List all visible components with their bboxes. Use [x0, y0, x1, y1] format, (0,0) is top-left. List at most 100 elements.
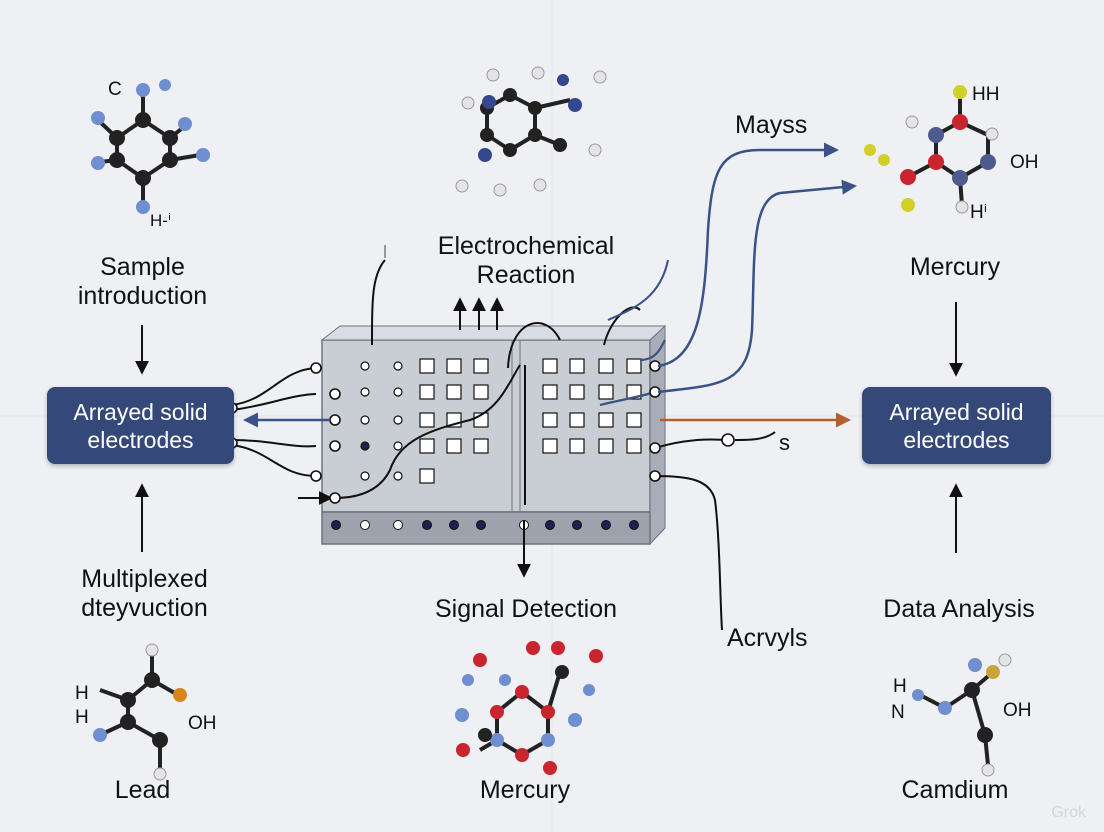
label-line: Sample	[100, 253, 185, 281]
electrode-cell	[446, 358, 462, 374]
electrode-node	[360, 415, 370, 425]
label-camdium: Camdium	[901, 776, 1009, 804]
atom-label-oh: OH	[1010, 152, 1039, 173]
electrode-node	[393, 415, 403, 425]
electrode-array-block	[320, 324, 667, 546]
right-wires	[654, 431, 776, 631]
watermark-grok: Grok	[1051, 804, 1086, 821]
box-line: electrodes	[87, 426, 194, 453]
molecule-bottom-left	[93, 643, 187, 781]
electrode-node	[393, 471, 403, 481]
upward-arrows	[453, 297, 531, 578]
electrode-cell	[569, 438, 585, 454]
atom-label-h1: H	[75, 683, 89, 704]
electrode-node	[393, 387, 403, 397]
label-line: Multiplexed	[81, 565, 208, 593]
electrode-cell	[473, 358, 489, 374]
label-line: Reaction	[476, 261, 576, 289]
electrode-cell	[542, 358, 558, 374]
electrode-cell	[598, 384, 614, 400]
electrode-contact	[331, 520, 341, 530]
arrayed-electrodes-box-right: Arrayed solid electrodes	[862, 387, 1051, 464]
electrode-cell	[626, 438, 642, 454]
label-signal-detection: Signal Detection	[434, 595, 618, 623]
electrode-grid-cells	[360, 358, 642, 484]
electrode-contact	[545, 520, 555, 530]
molecule-bottom-center	[455, 641, 603, 775]
blue-arrow-mayss	[657, 142, 839, 368]
electrode-node	[360, 387, 370, 397]
box-line: Arrayed solid	[73, 398, 208, 425]
electrode-cell	[419, 468, 435, 484]
electrode-bottom-dots	[331, 520, 639, 530]
label-mercury-bottom: Mercury	[479, 776, 571, 804]
electrode-cell	[446, 384, 462, 400]
atom-label-oh: OH	[188, 713, 217, 734]
electrode-cell	[542, 438, 558, 454]
electrode-contact	[393, 520, 403, 530]
electrode-contact	[449, 520, 459, 530]
electrode-cell	[542, 412, 558, 428]
electrode-cell	[569, 412, 585, 428]
flow-arrows	[135, 302, 963, 553]
label-mayss: Mayss	[735, 111, 808, 139]
atom-label-hh: HH	[972, 84, 1000, 105]
electrode-cell	[598, 412, 614, 428]
atom-label-n: N	[891, 702, 905, 723]
molecule-top-center	[455, 66, 607, 197]
electrode-cell	[542, 384, 558, 400]
electrode-contact	[629, 520, 639, 530]
atom-label-h: H	[893, 676, 907, 697]
electrode-cell	[419, 412, 435, 428]
atom-label-oh: OH	[1003, 700, 1032, 721]
electrode-cell	[419, 384, 435, 400]
electrode-contact	[476, 520, 486, 530]
electrode-contact	[572, 520, 582, 530]
electrode-cell	[419, 438, 435, 454]
label-s: s	[779, 430, 790, 455]
electrode-cell	[626, 358, 642, 374]
electrode-cell	[473, 384, 489, 400]
label-line: Electrochemical	[437, 232, 615, 260]
left-wire-nodes	[226, 362, 341, 504]
electrode-cell	[626, 412, 642, 428]
label-lead: Lead	[114, 776, 171, 804]
box-line: electrodes	[903, 426, 1010, 453]
block-wires	[334, 245, 669, 505]
electrode-cell	[598, 438, 614, 454]
electrode-cell	[598, 358, 614, 374]
label-line: introduction	[77, 282, 208, 310]
electrode-contact	[601, 520, 611, 530]
atom-label-c: C	[108, 79, 122, 100]
label-mercury-top: Mercury	[909, 253, 1001, 281]
atom-label-ht: Hⁱ	[970, 202, 988, 223]
label-data-analysis: Data Analysis	[883, 595, 1035, 623]
label-line: dteyvuction	[81, 594, 208, 622]
electrode-node	[360, 361, 370, 371]
switch-node	[721, 433, 735, 447]
electrode-node	[393, 441, 403, 451]
atom-label-h: H-ⁱ	[150, 211, 171, 230]
electrode-cell	[569, 358, 585, 374]
blue-arrow-mercury	[657, 179, 857, 394]
label-electrochemical-reaction: Electrochemical Reaction	[410, 232, 642, 290]
molecule-bottom-right	[912, 653, 1012, 777]
right-wire-nodes	[649, 360, 661, 482]
atom-label-h2: H	[75, 707, 89, 728]
electrode-node	[360, 441, 370, 451]
electrode-node	[360, 471, 370, 481]
electrode-cell	[569, 384, 585, 400]
molecule-top-left	[91, 79, 210, 214]
electrode-node	[393, 361, 403, 371]
box-line: Arrayed solid	[889, 398, 1024, 425]
label-acrvyls: Acrvyls	[727, 624, 808, 652]
left-wires	[231, 367, 333, 505]
electrode-contact	[360, 520, 370, 530]
molecule-top-right	[864, 85, 999, 214]
electrode-cell	[446, 438, 462, 454]
electrode-contact	[422, 520, 432, 530]
arrayed-electrodes-box-left: Arrayed solid electrodes	[47, 387, 234, 464]
electrode-cell	[473, 438, 489, 454]
label-multiplexed: Multiplexed dteyvuction	[52, 565, 237, 623]
